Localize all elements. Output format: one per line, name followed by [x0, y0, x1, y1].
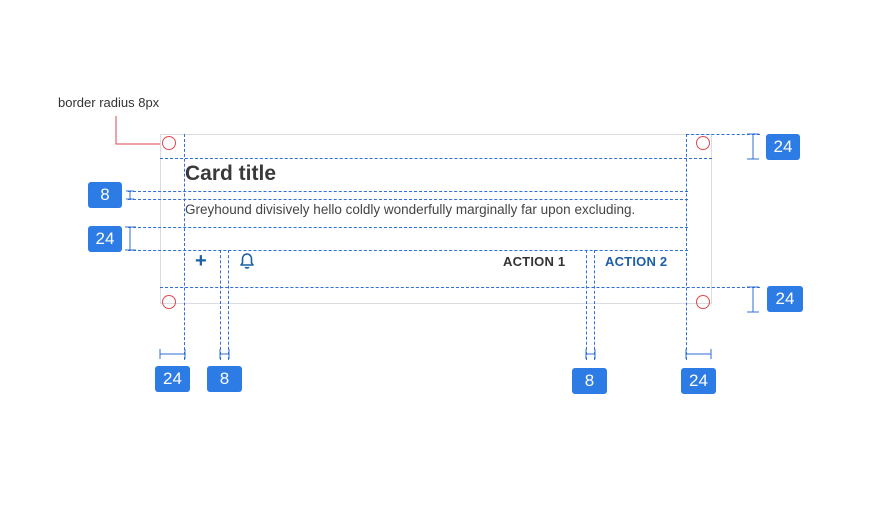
dim-top-padding	[747, 133, 759, 160]
guide-actions-top	[128, 250, 688, 251]
dim-left-padding	[159, 349, 186, 359]
badge-top-padding: 24	[766, 134, 800, 160]
action-1-button[interactable]: ACTION 1	[503, 254, 566, 269]
badge-right-padding: 24	[681, 368, 716, 394]
radius-marker-top-left	[162, 136, 176, 150]
guide-title-bottom	[128, 191, 688, 192]
dim-title-gap	[126, 190, 134, 200]
guide-body-bottom	[128, 227, 688, 228]
dim-right-padding	[685, 349, 712, 359]
badge-title-gap: 8	[88, 182, 122, 208]
badge-bottom-padding: 24	[767, 286, 803, 312]
card-body-text: Greyhound divisively hello coldly wonder…	[185, 202, 636, 217]
guide-bottom-padding	[160, 287, 760, 288]
badge-action-gap: 8	[572, 368, 607, 394]
guide-left-padding	[184, 134, 185, 360]
guide-icon1-right	[220, 250, 221, 360]
guide-action1-right	[586, 250, 587, 360]
plus-icon[interactable]: +	[195, 250, 207, 272]
guide-right-padding	[686, 134, 687, 360]
dim-bottom-padding	[747, 286, 759, 313]
dim-icon-gap	[219, 349, 230, 359]
card-title: Card title	[185, 162, 277, 185]
guide-body-top	[128, 199, 688, 200]
radius-marker-bottom-left	[162, 295, 176, 309]
bell-icon[interactable]	[239, 252, 255, 270]
radius-marker-bottom-right	[696, 295, 710, 309]
guide-top-padding	[160, 158, 712, 159]
border-radius-note: border radius 8px	[58, 95, 160, 110]
card	[160, 134, 712, 304]
badge-left-padding: 24	[155, 366, 190, 392]
action-2-button[interactable]: ACTION 2	[605, 254, 668, 269]
guide-top-right	[686, 134, 760, 135]
dim-action-gap	[585, 349, 596, 359]
note-leader-line	[115, 116, 162, 145]
guide-action2-left	[594, 250, 595, 360]
badge-actions-gap: 24	[88, 226, 122, 252]
guide-icon2-left	[228, 250, 229, 360]
radius-marker-top-right	[696, 136, 710, 150]
dim-actions-gap	[125, 226, 136, 251]
badge-icon-gap: 8	[207, 366, 242, 392]
